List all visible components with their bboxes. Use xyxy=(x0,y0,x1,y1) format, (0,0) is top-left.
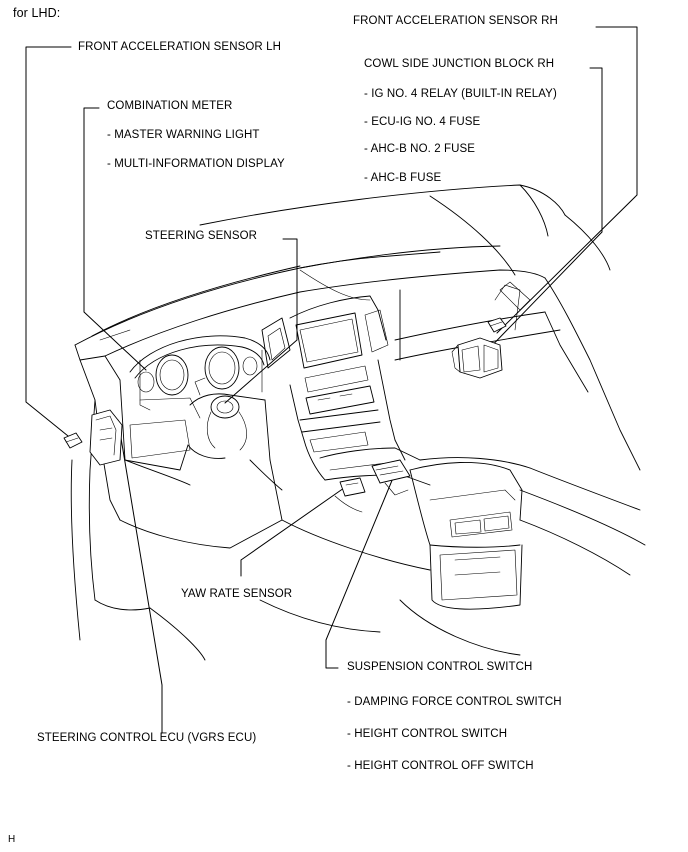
dashboard xyxy=(63,184,646,661)
label-cowl-side-junction-block: COWL SIDE JUNCTION BLOCK RH xyxy=(364,58,555,70)
leader-combination-meter xyxy=(83,107,147,371)
leader-suspension-switch xyxy=(325,477,394,669)
label-ahc-b-fuse: - AHC-B FUSE xyxy=(364,172,442,184)
label-combination-meter: COMBINATION METER xyxy=(107,100,233,112)
label-ecu-ig-no4-fuse: - ECU-IG NO. 4 FUSE xyxy=(364,116,481,128)
leader-steering-ecu xyxy=(117,419,163,734)
label-height-control-off-switch: - HEIGHT CONTROL OFF SWITCH xyxy=(347,760,534,772)
leader-front-accel-lh xyxy=(25,46,74,441)
leader-cowl-side-jb xyxy=(477,67,603,361)
leader-lines xyxy=(25,26,638,734)
label-yaw-rate-sensor: YAW RATE SENSOR xyxy=(181,588,293,600)
label-front-acceleration-sensor-lh: FRONT ACCELERATION SENSOR LH xyxy=(78,41,282,53)
label-suspension-control-switch: SUSPENSION CONTROL SWITCH xyxy=(347,661,533,673)
label-ig-no4-relay: - IG NO. 4 RELAY (BUILT-IN RELAY) xyxy=(364,88,557,100)
label-height-control-switch: - HEIGHT CONTROL SWITCH xyxy=(347,728,508,740)
figure-code: H xyxy=(8,834,16,845)
label-front-acceleration-sensor-rh: FRONT ACCELERATION SENSOR RH xyxy=(353,15,558,27)
label-steering-sensor: STEERING SENSOR xyxy=(145,230,258,242)
page-header: for LHD: xyxy=(13,6,61,20)
label-damping-force-control-switch: - DAMPING FORCE CONTROL SWITCH xyxy=(347,696,562,708)
label-ahc-b-no2-fuse: - AHC-B NO. 2 FUSE xyxy=(364,143,476,155)
leader-yaw-rate-sensor xyxy=(240,487,345,577)
leader-steering-sensor xyxy=(224,238,298,404)
label-steering-control-ecu: STEERING CONTROL ECU (VGRS ECU) xyxy=(37,732,257,744)
label-master-warning-light: - MASTER WARNING LIGHT xyxy=(107,129,260,141)
leader-front-accel-rh xyxy=(496,26,638,334)
label-multi-information-display: - MULTI-INFORMATION DISPLAY xyxy=(107,158,285,170)
